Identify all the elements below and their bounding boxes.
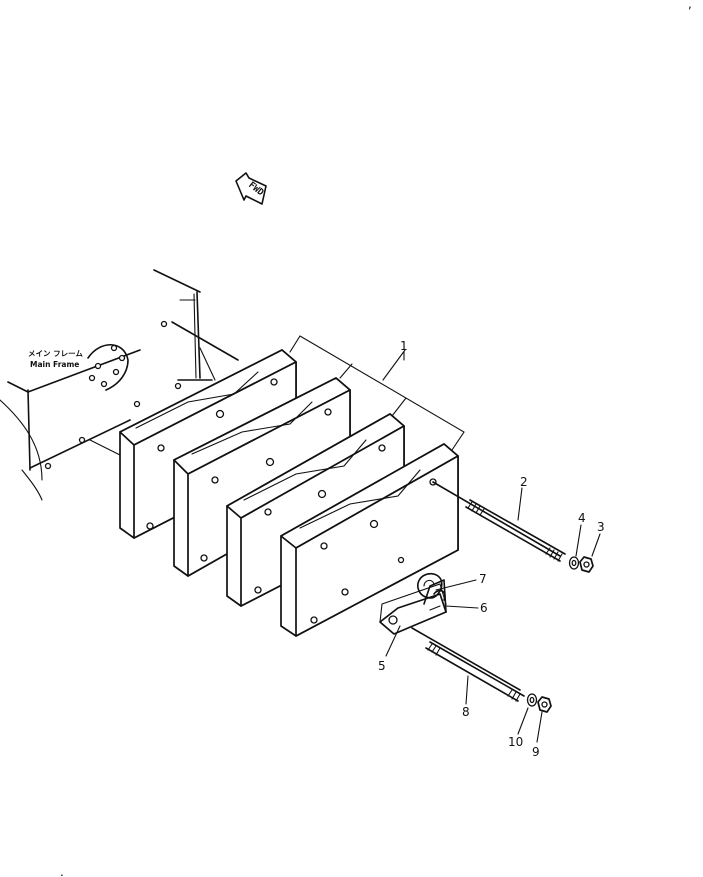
callout-7: 7 — [479, 572, 487, 586]
callout-9: 9 — [532, 745, 540, 759]
washer-4 — [568, 556, 580, 570]
nut-3 — [579, 556, 594, 573]
counterweight-plate-4 — [280, 443, 459, 637]
stray-mark-bottom: . — [60, 865, 64, 877]
stray-mark-top: , — [688, 0, 692, 11]
callout-10: 10 — [508, 735, 523, 749]
shackle-6 — [423, 579, 447, 613]
callout-1: 1 — [400, 339, 408, 353]
main-frame-label-jp: メイン フレーム — [28, 349, 83, 358]
nut-9 — [537, 696, 552, 713]
fwd-label: FWD — [246, 180, 265, 198]
long-bolt-2 — [432, 481, 566, 562]
fwd-arrow-icon: FWD — [235, 172, 267, 205]
callout-8: 8 — [462, 705, 470, 719]
lower-bolt-8 — [411, 627, 525, 702]
main-frame — [0, 269, 239, 501]
washer-10 — [526, 693, 538, 707]
main-frame-label-en: Main Frame — [30, 360, 79, 369]
callout-2: 2 — [520, 475, 528, 489]
callout-6: 6 — [480, 601, 488, 615]
leader-lines — [385, 351, 601, 743]
callout-3: 3 — [597, 520, 605, 534]
callout-5: 5 — [378, 659, 386, 673]
callout-4: 4 — [578, 511, 586, 525]
plate-group-bracket — [289, 335, 465, 451]
